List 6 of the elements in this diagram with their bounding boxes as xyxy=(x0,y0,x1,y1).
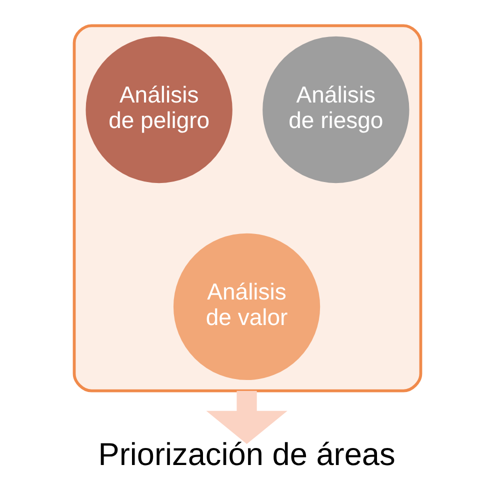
node-circle: Análisis de riesgo xyxy=(262,36,410,184)
node-circle: Análisis de peligro xyxy=(86,36,232,184)
node-text: Priorización de áreas xyxy=(98,436,396,472)
arrow xyxy=(206,390,288,444)
cluster xyxy=(72,24,422,392)
node-circle: Análisis de valor xyxy=(173,233,320,380)
